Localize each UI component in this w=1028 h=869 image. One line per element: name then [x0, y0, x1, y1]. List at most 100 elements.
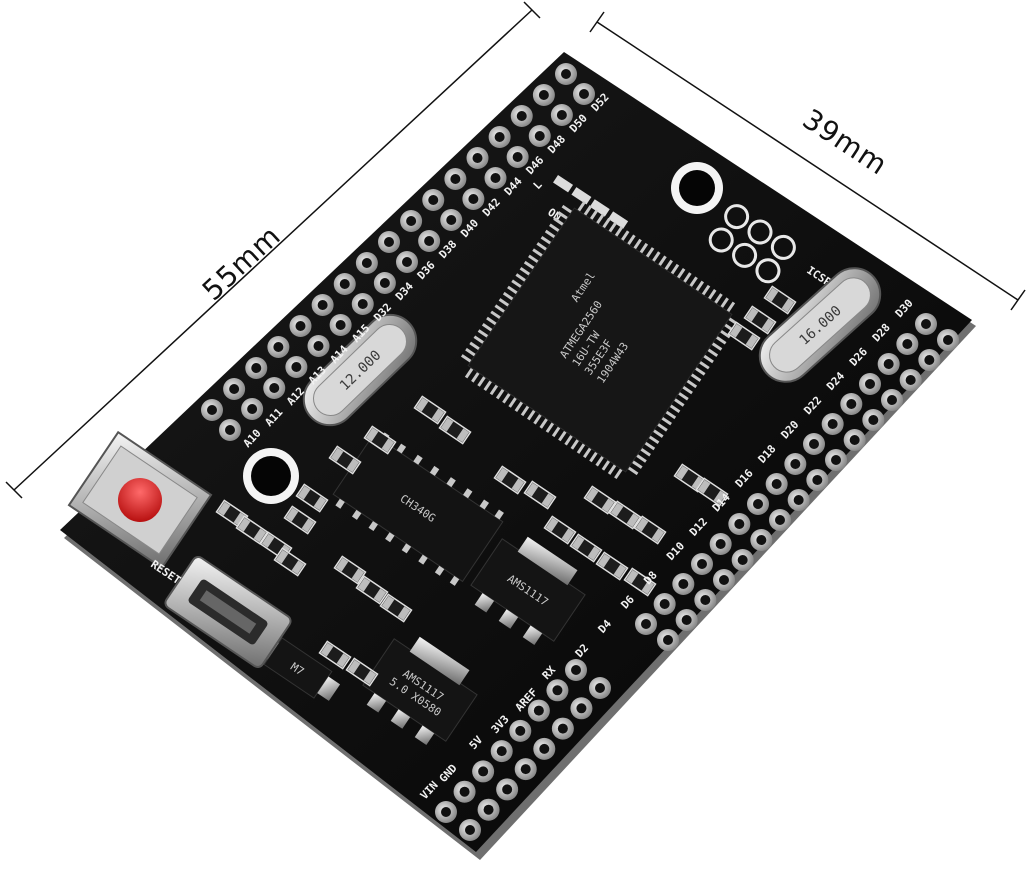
smd-component: [363, 425, 397, 455]
header-pad: [201, 399, 223, 421]
diode-label: M7: [288, 660, 306, 678]
header-pad: [506, 146, 529, 168]
header-pad: [573, 83, 595, 105]
smd-component: [235, 515, 269, 545]
header-pad: [510, 105, 533, 127]
header-pad: [355, 252, 378, 274]
header-pad: [546, 679, 569, 702]
header-pad: [311, 294, 334, 316]
header-pad: [422, 189, 445, 211]
header-pad: [289, 315, 312, 337]
smd-component: [583, 485, 617, 515]
smd-component: [328, 445, 362, 475]
header-pad: [488, 126, 511, 148]
header-pad: [918, 349, 941, 371]
right-header-pads: [635, 313, 959, 651]
smd-component: [695, 477, 729, 507]
mounting-hole-bottom: [243, 448, 299, 504]
header-pad: [462, 188, 485, 210]
header-pad: [787, 489, 810, 511]
micro-usb-connector: [164, 556, 292, 668]
header-pad: [750, 529, 773, 551]
header-pad: [691, 553, 713, 575]
smd-component: [523, 480, 557, 510]
smd-component: [345, 657, 379, 687]
header-pad: [440, 209, 463, 231]
header-pad: [765, 473, 788, 495]
header-pad: [396, 251, 418, 273]
smd-components: [215, 285, 797, 687]
header-pad: [653, 593, 676, 615]
smd-component: [355, 575, 389, 605]
header-pad: [484, 167, 507, 189]
header-pad: [533, 737, 556, 760]
led-label-on: ON: [545, 206, 563, 224]
header-pad: [550, 104, 573, 126]
header-pad: [709, 533, 732, 555]
header-pad: [825, 449, 847, 471]
header-pad: [378, 231, 400, 253]
header-pad: [728, 513, 751, 535]
regulator-ams1117-b: AMS1117 5.0 X0580: [362, 636, 478, 745]
header-pad: [555, 63, 577, 85]
crystal-16mhz: 16.000: [758, 267, 882, 383]
header-pad: [472, 760, 495, 783]
header-pad: [694, 589, 717, 611]
header-pad: [307, 335, 330, 357]
length-label: 55mm: [196, 219, 288, 307]
smd-component: [595, 551, 629, 581]
smd-component: [608, 500, 642, 530]
header-pad: [453, 780, 476, 803]
header-pad: [565, 659, 587, 681]
header-pad: [490, 740, 513, 763]
power-header-pads: [435, 659, 611, 841]
header-pad: [373, 272, 396, 294]
header-pad: [769, 509, 791, 531]
smd-component: [569, 533, 603, 563]
header-pad: [400, 210, 423, 232]
header-pad: [263, 377, 286, 399]
header-pad: [747, 493, 769, 515]
header-pad: [672, 573, 695, 595]
header-pad: [527, 699, 550, 722]
header-pad: [859, 373, 881, 395]
header-pad: [466, 147, 489, 169]
smd-component: [493, 465, 527, 495]
header-pad: [528, 125, 551, 147]
header-pad: [219, 419, 241, 441]
crystal-12mhz: 12.000: [302, 313, 418, 427]
header-pad: [843, 429, 866, 451]
width-label: 39mm: [797, 102, 894, 181]
header-pad: [731, 549, 754, 571]
header-pad: [589, 677, 611, 699]
header-pad: [840, 393, 863, 415]
header-pad: [532, 84, 555, 106]
header-pad: [713, 569, 735, 591]
header-pad: [267, 336, 290, 358]
header-pad: [877, 353, 900, 375]
header-pad: [881, 389, 903, 411]
smd-component: [743, 305, 777, 335]
reset-button[interactable]: [67, 430, 213, 570]
header-pad: [444, 168, 467, 190]
header-pad: [899, 369, 922, 391]
smd-component: [295, 483, 329, 513]
header-pad: [862, 409, 885, 431]
header-pad: [223, 378, 246, 400]
header-pad: [657, 629, 679, 651]
smd-component: [413, 395, 447, 425]
smd-component: [318, 640, 352, 670]
header-pad: [509, 719, 532, 742]
smd-component: [438, 415, 472, 445]
header-pad: [784, 453, 807, 475]
header-pad: [459, 819, 481, 841]
ch340g-chip: CH340G: [332, 432, 504, 586]
smd-component: [379, 593, 413, 623]
smd-component: [283, 505, 317, 535]
header-pad: [551, 717, 574, 740]
smd-component: [727, 321, 761, 351]
header-pad: [675, 609, 698, 631]
header-pad: [329, 314, 352, 336]
atmega2560-chip: Atmel ATMEGA2560 16U-TW 355E3F 1904W43: [460, 200, 740, 480]
